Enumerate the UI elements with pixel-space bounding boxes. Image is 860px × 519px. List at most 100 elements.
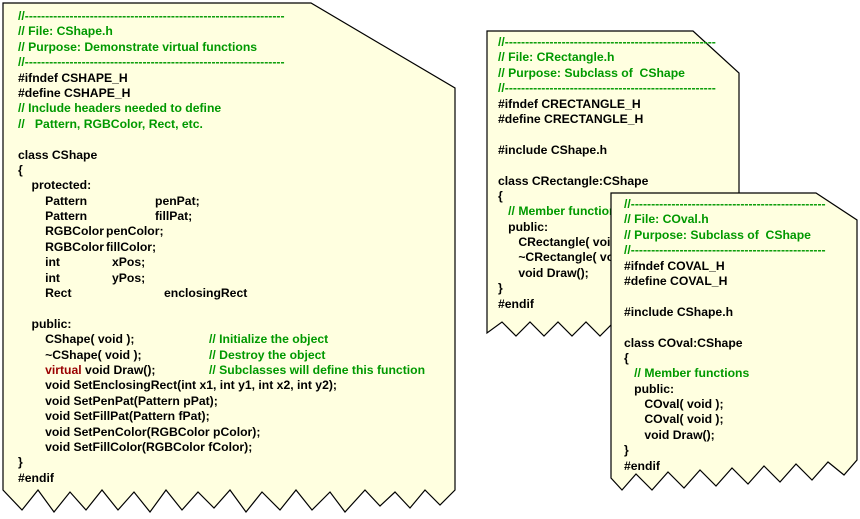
code-text: Pattern [18,193,88,208]
code-text: { [624,350,629,365]
code-text: #endif [498,296,534,311]
code-text: #define COVAL_H [624,273,728,288]
code-comment: // File: CShape.h [18,24,113,39]
cshape-code-line: CShape( void ); // Initialize the object [18,332,337,347]
code-text: fillColor; [106,239,157,254]
code-text: penPat; [155,193,200,208]
code-text: void SetEnclosingRect(int x1, int y1, in… [18,378,337,393]
coval-code-line: void Draw(); [624,428,826,443]
coval-code-line [624,320,826,335]
cshape-code-line: class CShape [18,148,337,163]
coval-code-line: #define COVAL_H [624,274,826,289]
cshape-paper-outline [2,2,456,513]
code-text: #include CShape.h [498,142,608,157]
code-text: #ifndef CRECTANGLE_H [498,96,641,111]
code-text: void SetPenColor(RGBColor pColor); [18,424,261,439]
code-text: int [18,255,60,270]
code-text: Rect [18,286,72,301]
code-text: class CRectangle:CShape [498,173,649,188]
cshape-code-line: // Purpose: Demonstrate virtual function… [18,40,337,55]
code-text: penColor; [106,224,164,239]
crectangle-code-line: } [498,281,716,296]
code-text [18,363,45,377]
cshape-code-line: //--------------------------------------… [18,55,337,70]
code-comment: // Member functions [498,204,624,219]
code-text: #define CSHAPE_H [18,85,131,100]
crectangle-code-line [498,158,716,173]
code-text: #ifndef COVAL_H [624,258,725,273]
code-text: public: [624,381,675,396]
crectangle-code-line: #define CRECTANGLE_H [498,112,716,127]
cshape-code-line: #endif [18,471,337,486]
code-text: void SetFillColor(RGBColor fColor); [18,439,253,454]
coval-code-line: #include CShape.h [624,305,826,320]
code-text: void Draw(); [624,427,715,442]
code-text: void Draw(); [498,265,589,280]
code-text: CShape( void ); [18,332,135,347]
code-text: public: [18,316,72,331]
cshape-code-line: virtual void Draw();// Subclasses will d… [18,362,425,378]
code-text: class COval:CShape [624,335,743,350]
code-comment: // Destroy the object [209,347,326,362]
code-text: #ifndef CSHAPE_H [18,70,128,85]
cshape-code-line: void SetFillPat(Pattern fPat); [18,409,337,424]
code-text: { [18,162,23,177]
code-text: } [498,281,503,296]
cshape-paper-shape [2,2,456,513]
crectangle-code-line: // File: CRectangle.h [498,50,716,65]
code-text: #define CRECTANGLE_H [498,111,644,126]
code-text: { [498,188,503,203]
cshape-code-line: void SetFillColor(RGBColor fColor); [18,440,337,455]
code-comment: // Pattern, RGBColor, Rect, etc. [18,116,203,131]
cshape-code-line: void SetPenColor(RGBColor pColor); [18,425,337,440]
code-text: public: [498,219,549,234]
coval-code-line: } [624,443,826,458]
crectangle-code-line [498,127,716,142]
code-text: ~CShape( void ); [18,347,142,362]
crectangle-code-line: class CRectangle:CShape [498,174,716,189]
coval-code-line: class COval:CShape [624,336,826,351]
coval-code-line: { [624,351,826,366]
crectangle-code-line: //--------------------------------------… [498,81,716,96]
cshape-code-line [18,132,337,147]
cshape-document: //--------------------------------------… [2,2,456,513]
code-text: yPos; [112,270,146,285]
code-comment: //--------------------------------------… [624,243,826,258]
cshape-code-line: #define CSHAPE_H [18,86,337,101]
crectangle-code-line: #include CShape.h [498,143,716,158]
code-text: #endif [624,458,660,473]
code-comment: // Purpose: Demonstrate virtual function… [18,39,258,54]
crectangle-code-line: { [498,189,716,204]
cshape-code-line: { [18,163,337,178]
cshape-code-line [18,301,337,316]
code-text: void SetPenPat(Pattern pPat); [18,393,218,408]
cshape-code-line: // File: CShape.h [18,24,337,39]
coval-code-line: // Purpose: Subclass of CShape [624,228,826,243]
code-text: int [18,270,60,285]
cshape-code-line: // Include headers needed to define [18,101,337,116]
code-comment: // Member functions [624,366,750,381]
code-text: void SetFillPat(Pattern fPat); [18,409,210,424]
code-text: fillPat; [155,209,193,224]
code-text: RGBColor [18,239,104,254]
crectangle-code-line: #ifndef CRECTANGLE_H [498,97,716,112]
cshape-code-line: Pattern penPat; [18,194,337,209]
cshape-code-line: void SetEnclosingRect(int x1, int y1, in… [18,378,337,393]
code-text: } [18,455,23,470]
crectangle-code-line: // Member functions [498,204,716,219]
cshape-code-line: // Pattern, RGBColor, Rect, etc. [18,117,337,132]
code-comment: // Subclasses will define this function [209,362,426,377]
code-text: COval( void ); [624,397,724,412]
code-comment: // Initialize the object [209,332,329,347]
coval-code-line: //--------------------------------------… [624,243,826,258]
coval-paper-outline [610,192,858,491]
coval-code-line [624,289,826,304]
cshape-code-line: //--------------------------------------… [18,9,337,24]
code-keyword: virtual [45,362,82,377]
coval-code-line: COval( void ); [624,412,826,427]
crectangle-code-line: public: [498,220,716,235]
